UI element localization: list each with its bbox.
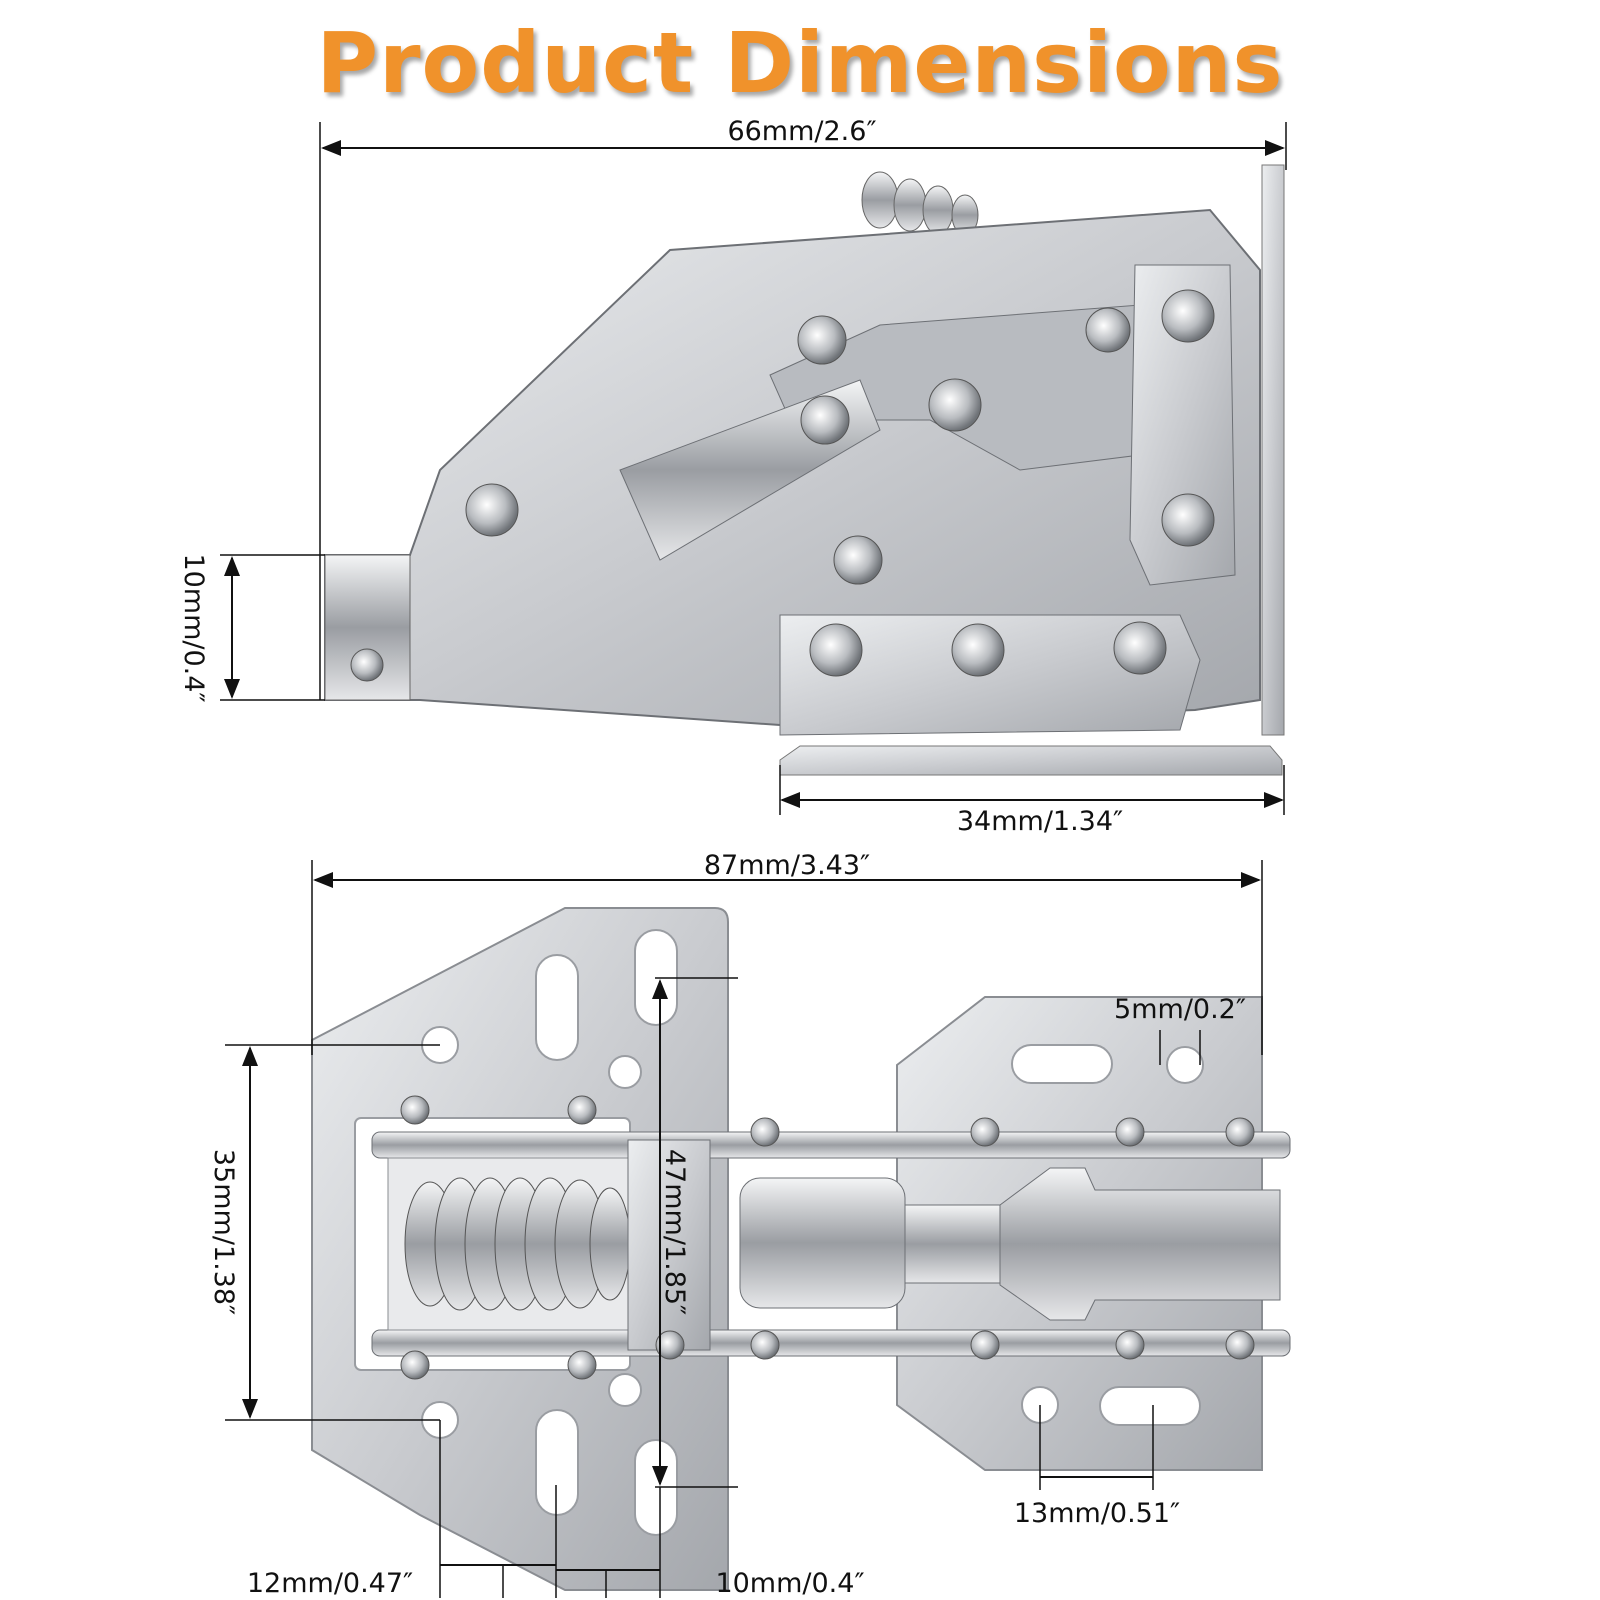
dim-label-side-base: 34mm/1.34″ [957,806,1123,837]
dim-label-side-height: 10mm/0.4″ [178,553,209,702]
front-right-cylinder [999,1167,1281,1321]
dim-label-front-slot-offset: 10mm/0.4″ [715,1568,864,1599]
dim-label-front-width: 87mm/3.43″ [704,850,870,881]
side-mount-plate [1261,164,1285,736]
side-base-plate [779,745,1283,776]
front-cylinder [739,1177,906,1309]
front-view-hinge [311,907,1291,1591]
dim-label-front-slot-spacing: 13mm/0.51″ [1014,1498,1180,1529]
side-rivets [350,289,1215,682]
front-center-block [627,1139,711,1351]
side-dimensions: 66mm/2.6″ 10mm/0.4″ 34mm/1.34″ [178,116,1287,837]
dim-label-front-hole: 5mm/0.2″ [1114,994,1246,1025]
front-rivets [400,1095,1255,1380]
dim-label-front-plate-height: 35mm/1.38″ [208,1149,239,1315]
dim-label-side-width: 66mm/2.6″ [727,116,876,147]
side-spring [861,171,979,236]
front-bottom-rail [371,1329,1291,1357]
front-top-rail [371,1131,1291,1159]
front-piston [904,1204,1011,1284]
side-view-hinge [324,164,1285,776]
front-dimensions: 87mm/3.43″ 5mm/0.2″ 35mm/1.38″ 47mm/1.85… [208,850,1263,1599]
side-link-lower [779,614,1201,736]
page-title: Product Dimensions [316,14,1284,112]
dim-label-front-slot-height: 47mm/1.85″ [659,1149,690,1315]
front-spring-coils [404,1177,631,1311]
dim-label-front-left-offset: 12mm/0.47″ [247,1568,413,1599]
